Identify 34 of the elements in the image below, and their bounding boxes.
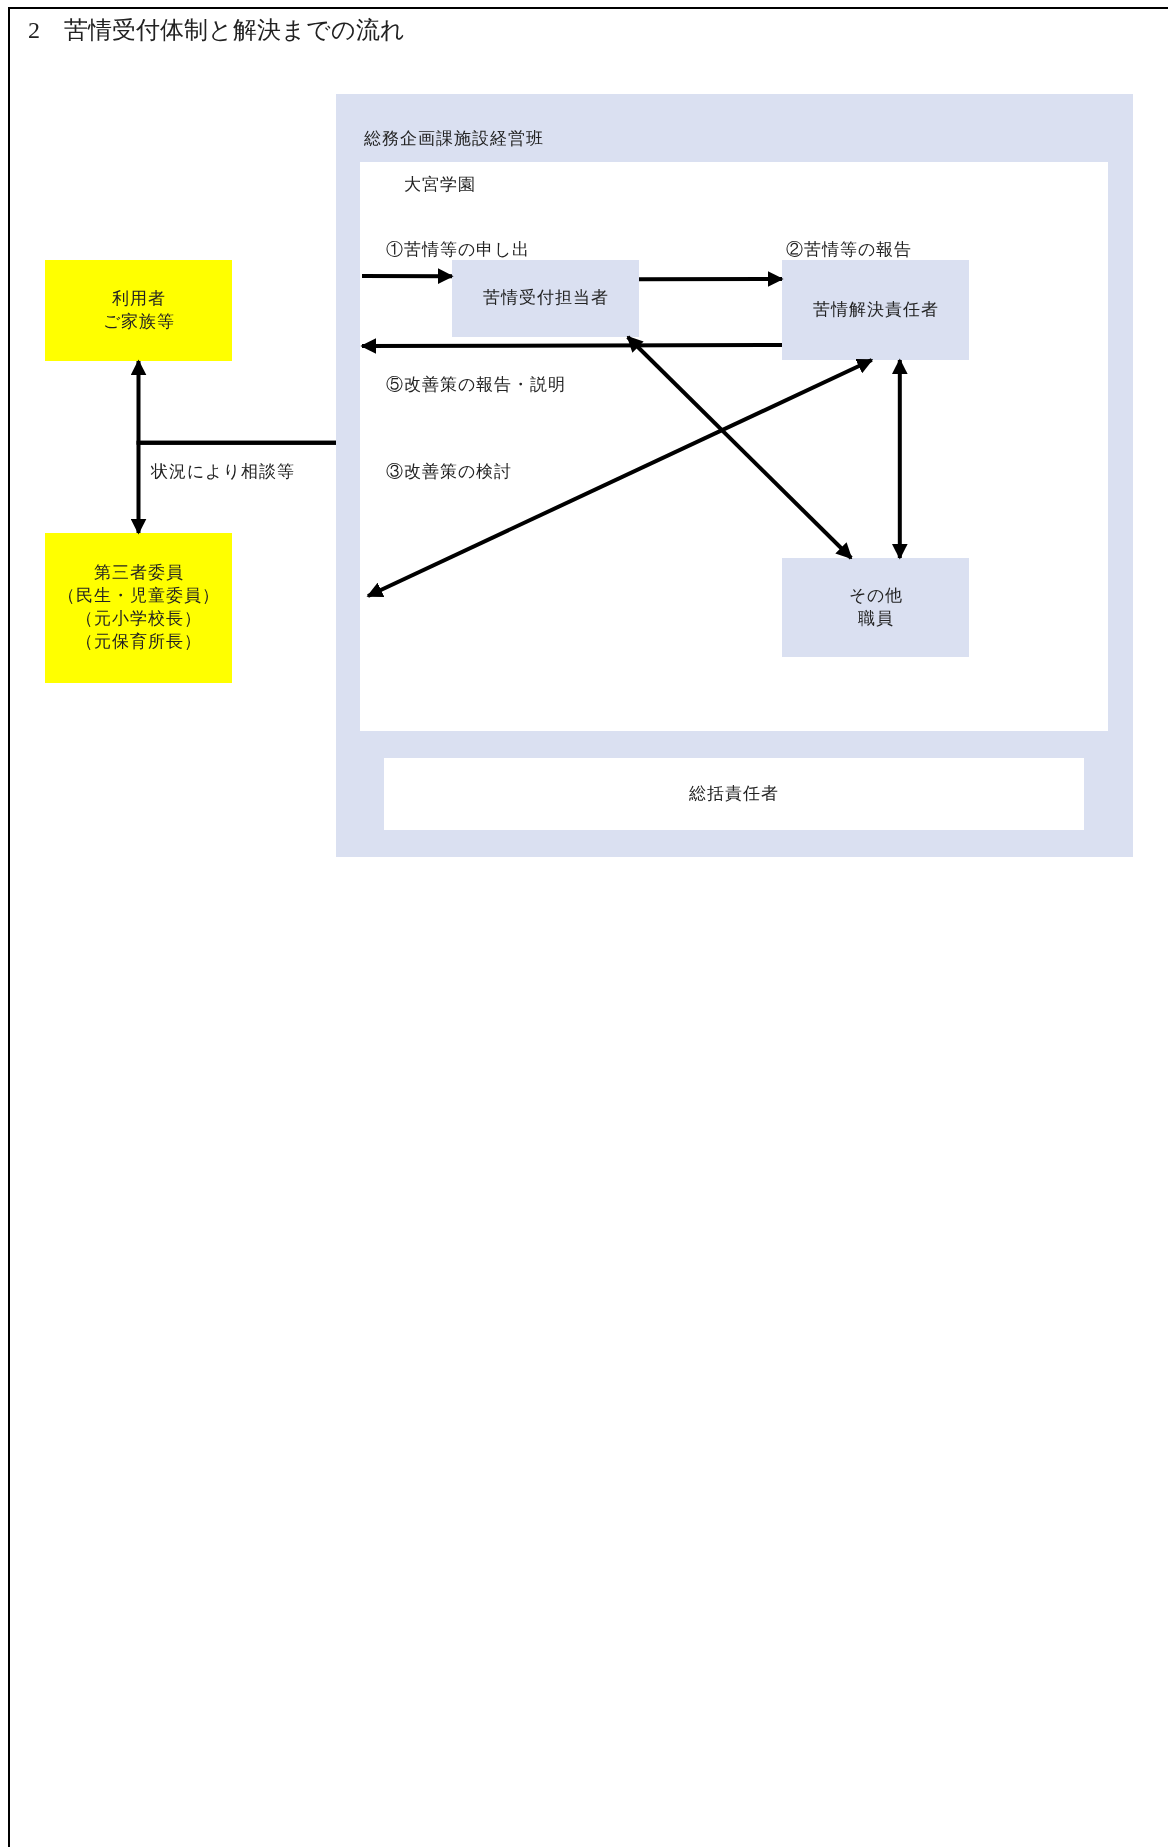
diagram-title: 2 苦情受付体制と解決までの流れ — [28, 16, 405, 45]
box-label: ご家族等 — [102, 310, 175, 333]
user-box — [45, 260, 232, 361]
manager-box — [384, 758, 1084, 830]
arrow — [366, 358, 874, 598]
box-label: その他 — [848, 584, 903, 607]
facility-panel — [360, 162, 1108, 731]
staff-box — [452, 260, 639, 337]
arrow — [362, 268, 454, 285]
edge-label: ①苦情等の申し出 — [386, 240, 530, 261]
box-label: 苦情解決責任者 — [812, 298, 939, 321]
panel-heading: 総務企画課施設経営班 — [364, 128, 544, 150]
arrow — [130, 440, 336, 535]
staff-box — [782, 558, 969, 657]
box-label: （民生・児童委員） — [57, 585, 220, 608]
panel-heading: 大宮学園 — [404, 174, 476, 196]
box-label: 利用者 — [111, 287, 166, 310]
department-panel — [336, 94, 1133, 857]
box-label: （元保育所長） — [75, 630, 202, 653]
edge-label: ②苦情等の報告 — [786, 240, 912, 261]
box-label: （元小学校長） — [75, 608, 202, 630]
edge-label: ③改善策の検討 — [386, 462, 512, 483]
arrow — [360, 337, 782, 354]
box-label: 苦情受付担当者 — [482, 287, 609, 310]
edge-label: 状況により相談等 — [151, 462, 295, 483]
arrow — [891, 358, 908, 560]
staff-box — [782, 260, 969, 360]
arrow — [639, 271, 784, 288]
box-label: 総括責任者 — [689, 782, 779, 805]
box-label: 職員 — [857, 607, 894, 630]
committee-box — [45, 533, 232, 683]
box-label: 第三者委員 — [93, 562, 184, 585]
edge-label: ⑤改善策の報告・説明 — [386, 375, 566, 396]
arrow — [626, 335, 853, 560]
